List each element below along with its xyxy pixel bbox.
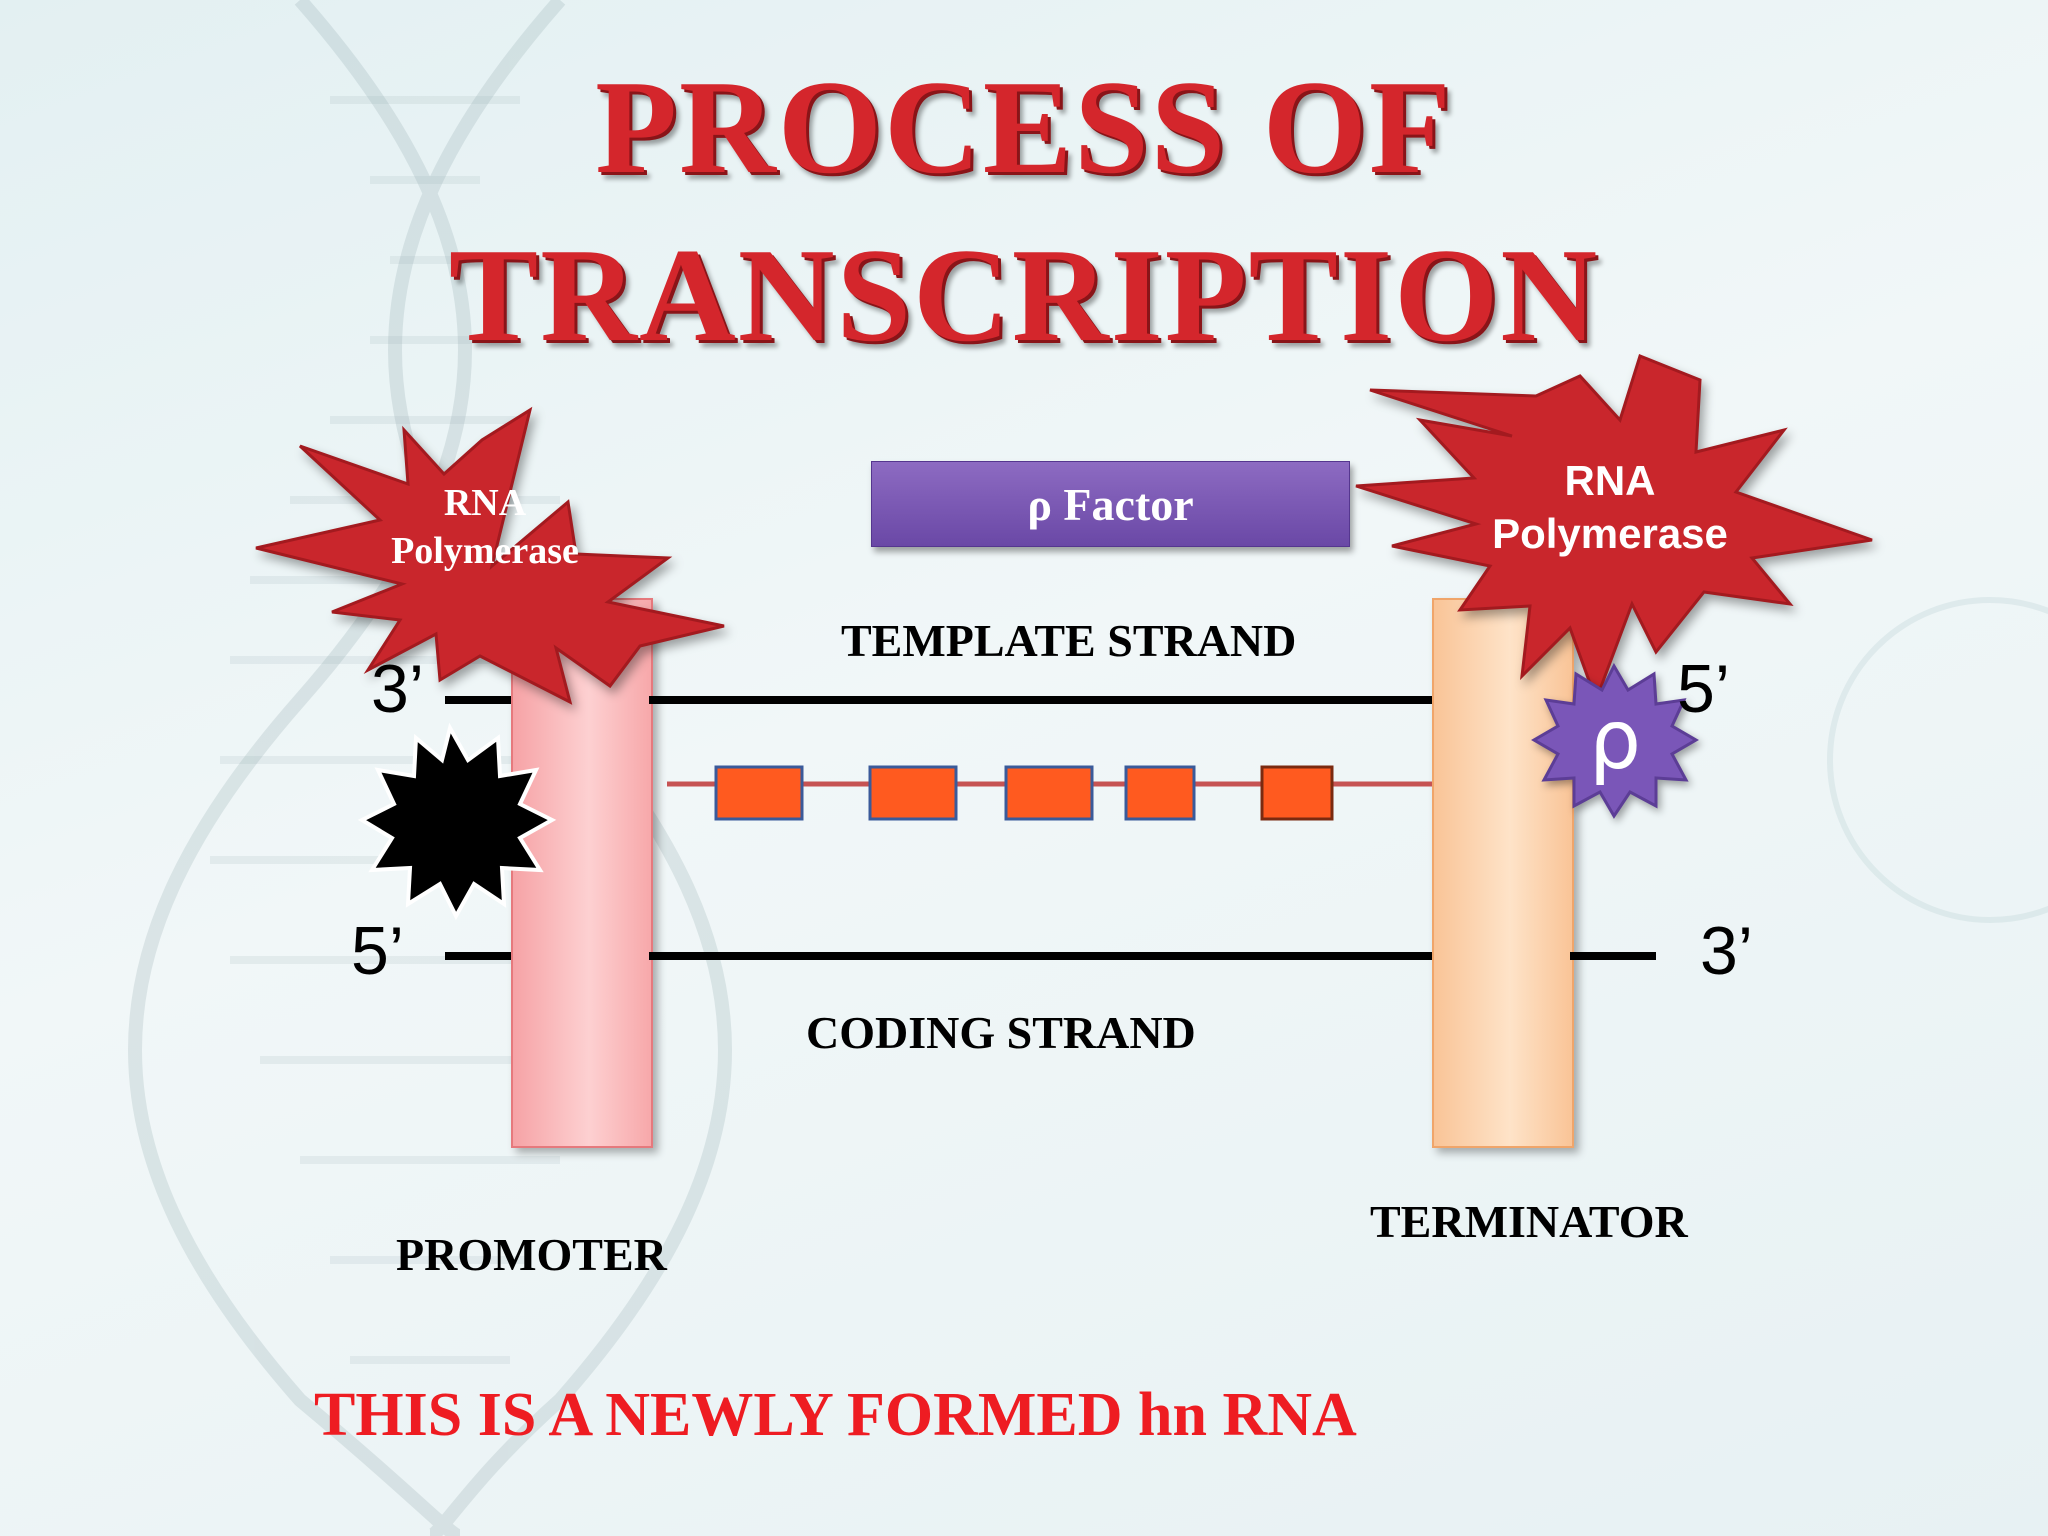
coding-strand-label: CODING STRAND: [806, 1007, 1196, 1058]
promoter-box: [511, 598, 653, 1148]
rna-block: [1260, 765, 1334, 821]
template-right-end-label: 5’: [1677, 651, 1730, 727]
rna-polymerase-left-line2: Polymerase: [391, 529, 579, 572]
rna-polymerase-left-line1: RNA: [443, 482, 527, 524]
terminator-label: TERMINATOR: [1370, 1196, 1688, 1247]
sigma-factor-burst: [357, 722, 557, 921]
rna-polymerase-label-left: RNA Polymerase: [330, 480, 640, 575]
rho-factor-symbol: ρ: [1588, 693, 1642, 788]
rna-polymerase-right-line2: Polymerase: [1492, 509, 1728, 557]
title-line-2: TRANSCRIPTION: [448, 221, 1600, 369]
coding-right-end-label: 3’: [1700, 913, 1753, 989]
coding-left-end-label: 5’: [351, 913, 404, 989]
promoter-label: PROMOTER: [396, 1229, 667, 1280]
rho-factor-burst: [1531, 662, 1699, 819]
rna-block: [714, 765, 804, 821]
rna-polymerase-right-line1: RNA: [1564, 457, 1656, 504]
rna-block: [1124, 765, 1196, 821]
footer-caption: THIS IS A NEWLY FORMED hn RNA: [314, 1381, 1357, 1449]
rna-polymerase-label-right: RNA Polymerase: [1450, 455, 1770, 560]
sigma-factor-symbol: σ: [412, 756, 488, 884]
rna-polymerase-burst-right: [1355, 354, 1873, 705]
rna-polymerase-burst-left: [255, 406, 725, 705]
rho-factor-label: ρ Factor: [1027, 478, 1194, 530]
rna-block: [868, 765, 958, 821]
rna-block: [1004, 765, 1094, 821]
title-line-1: PROCESS OF: [595, 53, 1453, 201]
template-left-end-label: 3’: [371, 651, 424, 727]
template-strand-label: TEMPLATE STRAND: [841, 615, 1297, 666]
rho-factor-bar: ρ Factor: [871, 461, 1350, 547]
